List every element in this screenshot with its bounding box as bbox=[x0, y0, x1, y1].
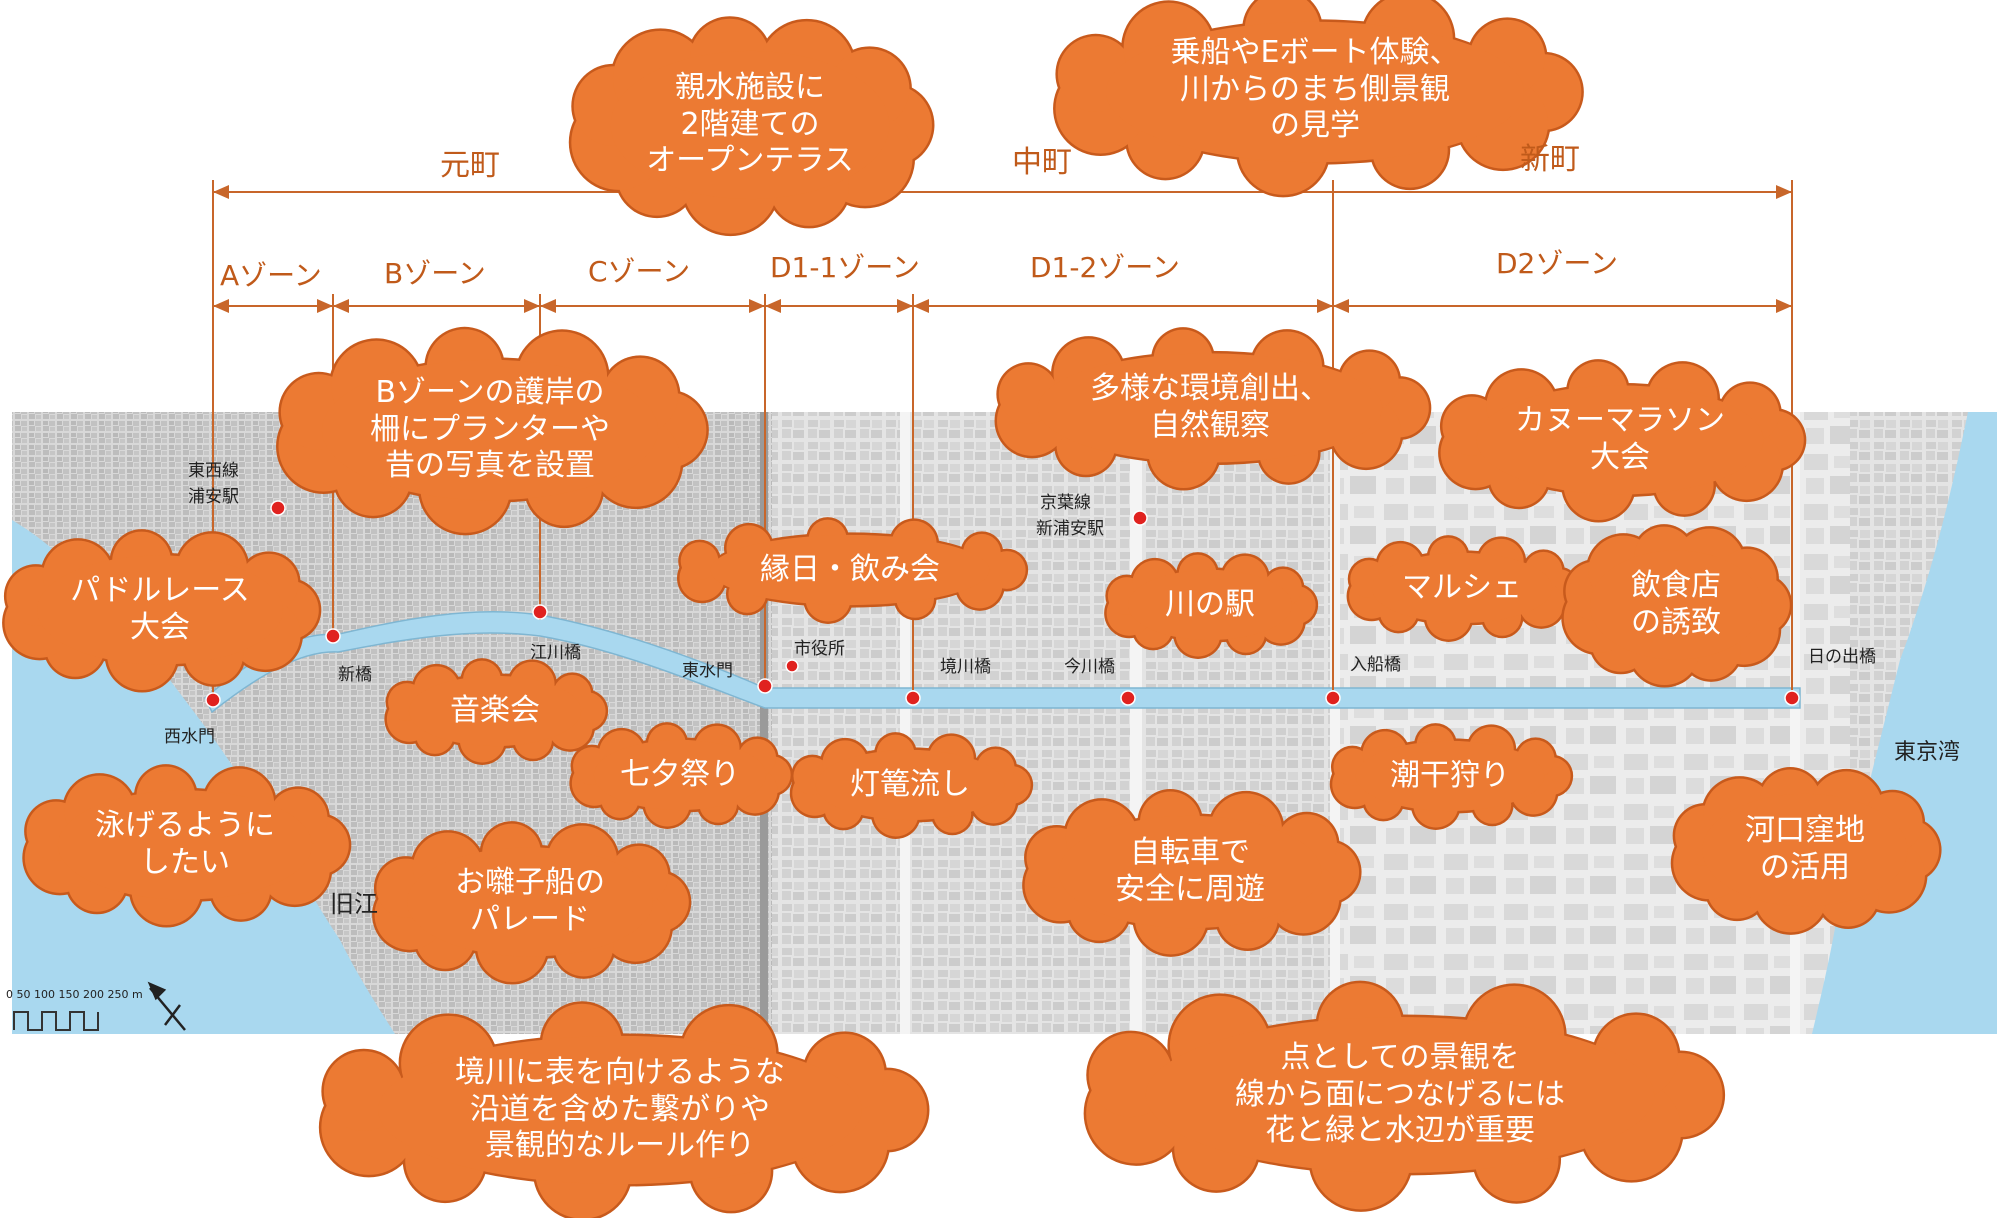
marker-irifunebashi bbox=[1325, 690, 1341, 706]
cloud-jitensha bbox=[1022, 788, 1362, 957]
cloud-tourou bbox=[789, 732, 1034, 839]
zone-label-d2: D2ゾーン bbox=[1496, 247, 1618, 280]
cloud-kakou bbox=[1670, 766, 1942, 935]
cloud-kawanoeki bbox=[1104, 552, 1319, 659]
place-label-irifunebashi: 入船橋 bbox=[1350, 655, 1401, 675]
cloud-shiohigari bbox=[1329, 723, 1574, 830]
cloud-bzone bbox=[276, 326, 709, 536]
cloud-ongakukai bbox=[384, 658, 609, 765]
place-label-kyu-edo: 旧江 bbox=[330, 890, 378, 918]
cloud-tanabata bbox=[569, 722, 794, 829]
place-label-shinbashi: 新橋 bbox=[338, 665, 372, 685]
cloud-oyogeru bbox=[22, 764, 352, 928]
cloud-tentoshite bbox=[1083, 980, 1726, 1212]
place-label-city-hall: 市役所 bbox=[794, 639, 845, 659]
place-label-egawabashi: 江川橋 bbox=[530, 643, 581, 663]
place-label-shinurayasu-station: 新浦安駅 bbox=[1036, 519, 1104, 539]
cloud-ennichi bbox=[676, 517, 1029, 624]
place-label-tozai-line: 東西線 bbox=[188, 461, 239, 481]
sakaigawa-river bbox=[204, 611, 1801, 714]
river-mouth-west bbox=[12, 640, 170, 800]
place-label-higashisuimon: 東水門 bbox=[682, 661, 733, 681]
area-label-nakamachi: 中町 bbox=[1012, 145, 1072, 180]
cloud-inshoku bbox=[1561, 524, 1793, 688]
road-3 bbox=[1330, 412, 1340, 1034]
rail-line bbox=[760, 412, 768, 1034]
cloud-shinsui bbox=[568, 16, 935, 237]
marker-nishisuimon bbox=[205, 692, 221, 708]
scale-label: 0 50 100 150 200 250 m bbox=[6, 988, 143, 1001]
place-label-tokyo-bay: 東京湾 bbox=[1894, 740, 1961, 765]
marker-city-hall bbox=[785, 659, 799, 673]
marker-shinbashi bbox=[325, 628, 341, 644]
marker-higashisuimon bbox=[757, 678, 773, 694]
road-4 bbox=[1790, 412, 1800, 1034]
marker-hinodebashi bbox=[1784, 690, 1800, 706]
place-label-hinodebashi: 日の出橋 bbox=[1808, 647, 1876, 667]
zone-label-b: Bゾーン bbox=[384, 257, 486, 290]
zone-label-c: Cゾーン bbox=[588, 255, 691, 288]
cloud-layer bbox=[2, 0, 1942, 1222]
marker-shinurayasu-station bbox=[1132, 510, 1148, 526]
place-label-urayasu-station: 浦安駅 bbox=[188, 487, 239, 507]
north-arrow-icon bbox=[147, 981, 186, 1031]
place-label-sakaigawabashi: 境川橋 bbox=[940, 657, 991, 677]
area-label-motomachi: 元町 bbox=[440, 148, 500, 183]
zone-label-a: Aゾーン bbox=[220, 259, 322, 292]
cloud-marche bbox=[1346, 535, 1581, 642]
marker-imagawabashi bbox=[1120, 690, 1136, 706]
zone-label-d1-2: D1-2ゾーン bbox=[1030, 251, 1180, 284]
cloud-ohayashi bbox=[372, 821, 692, 985]
cloud-jousen bbox=[1053, 0, 1584, 198]
cloud-sakaigawa bbox=[318, 1001, 930, 1222]
cloud-tayou bbox=[994, 327, 1432, 491]
zone-label-d1-1: D1-1ゾーン bbox=[770, 251, 920, 284]
marker-urayasu-station bbox=[270, 500, 286, 516]
road-1 bbox=[900, 412, 910, 1034]
place-label-keiyo-line: 京葉線 bbox=[1040, 493, 1091, 513]
area-label-shinmachi: 新町 bbox=[1520, 142, 1580, 177]
cloud-paddle bbox=[2, 529, 322, 693]
place-label-nishisuimon: 西水門 bbox=[164, 727, 215, 747]
marker-sakaigawabashi bbox=[905, 690, 921, 706]
marker-egawabashi bbox=[532, 604, 548, 620]
place-label-imagawabashi: 今川橋 bbox=[1064, 657, 1115, 677]
cloud-canoe bbox=[1438, 359, 1807, 523]
scale-bar bbox=[13, 1011, 99, 1031]
